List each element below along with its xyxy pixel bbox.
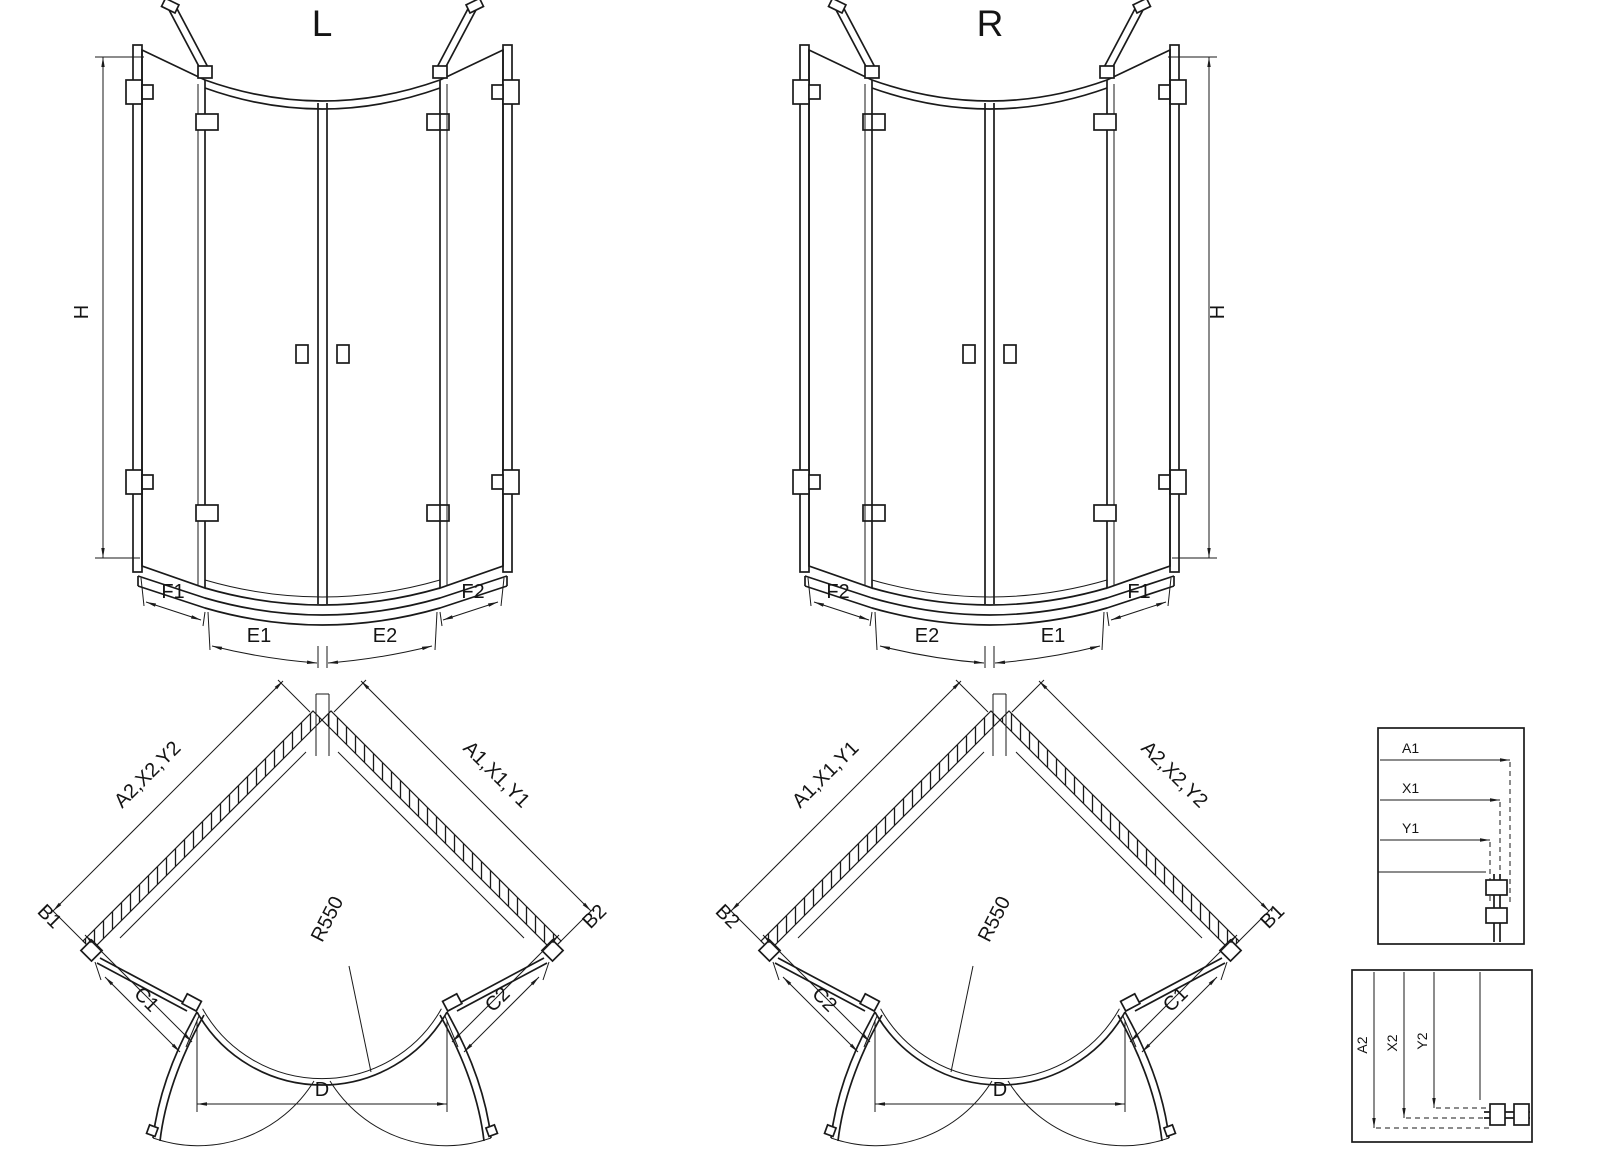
elevation-right-dim-e1: E1 [1041,625,1065,647]
right-wall-profile [491,44,520,573]
elevation-left-dim-f2: F2 [461,581,484,603]
plan-view-left [49,679,595,1147]
wall-profile-section [1484,1103,1530,1126]
detail-bottom-y2-label: Y2 [1414,1032,1430,1049]
right-wall-hatched [321,710,562,951]
left-door-pivot [180,992,203,1013]
elevation-left-dim-f1: F1 [161,581,184,603]
right-door-pivot [441,992,464,1013]
left-door-swing-arc [152,1080,315,1147]
mounting-detail-horizontal [1377,727,1525,945]
elevation-view-right [793,0,1217,668]
wall-profile-section [1485,874,1508,942]
elevation-left-height-label: H [71,305,93,319]
right-door-bottom-hinge [426,504,450,522]
left-door-bottom-hinge [195,504,219,522]
right-door [326,103,450,604]
left-door-open [145,1011,315,1147]
radius-leader-line [348,965,372,1073]
elevation-left-dim-e2: E2 [373,625,397,647]
detail-top-a1-label: A1 [1402,740,1419,756]
elevation-right-dim-f1: F1 [1127,581,1150,603]
panel-dimension-c1 [94,961,181,1053]
plan-left-b1-label: B1 [33,900,66,933]
right-door-open-handle [484,1123,499,1138]
right-door-handle [336,344,350,364]
plan-left-b2-label: B2 [578,900,611,933]
width-dimension-d [196,1020,448,1112]
plan-right-b2-label: B2 [711,900,744,933]
plan-right-radius-label: R550 [974,893,1015,946]
plan-left-wall-left-label: A2,X2,Y2 [110,737,185,812]
plan-left-radius-label: R550 [307,893,348,946]
apex-corner-detail [315,693,330,756]
door-top-frame [204,79,441,110]
left-wall-profile [125,44,154,573]
elevation-view-left [95,0,520,668]
detail-bottom-a2-label: A2 [1354,1036,1370,1053]
right-door-open [329,1011,499,1147]
elevation-right-height-label: H [1207,305,1229,319]
right-top-brace [432,0,485,79]
plan-right-width-label: D [993,1079,1007,1101]
detail-top-x1-label: X1 [1402,780,1419,796]
elevation-left-title: L [312,3,333,44]
left-top-brace [160,0,213,79]
detail-frame [1377,727,1525,945]
plan-left-wall-right-label: A1,X1,Y1 [459,737,534,812]
left-door [195,103,319,604]
shower-tray [137,575,508,626]
left-door-top-hinge [195,113,219,131]
plan-right-wall-right-label: A2,X2,Y2 [1137,737,1212,812]
bottom-dimensions [140,577,505,668]
elevation-right-dim-e2: E2 [915,625,939,647]
plan-right-wall-left-label: A1,X1,Y1 [788,737,863,812]
right-door-swing-arc [329,1080,492,1147]
left-door-open-handle [145,1123,160,1138]
detail-bottom-x2-label: X2 [1384,1034,1400,1051]
mounting-detail-vertical [1351,969,1533,1143]
panel-dimension-c2 [463,961,550,1053]
detail-top-y1-label: Y1 [1402,820,1419,836]
detail-frame [1351,969,1533,1143]
left-wall-dimension [49,679,311,943]
right-wall-dimension [333,679,595,943]
elevation-right-dim-f2: F2 [826,581,849,603]
left-door-handle [295,344,309,364]
curved-front-glass [196,1008,448,1086]
elevation-right-title: R [977,3,1004,44]
right-door-top-hinge [426,113,450,131]
left-wall-hatched [82,710,323,951]
elevation-left-dim-e1: E1 [247,625,271,647]
plan-left-width-label: D [315,1079,329,1101]
plan-right-b1-label: B1 [1256,900,1289,933]
